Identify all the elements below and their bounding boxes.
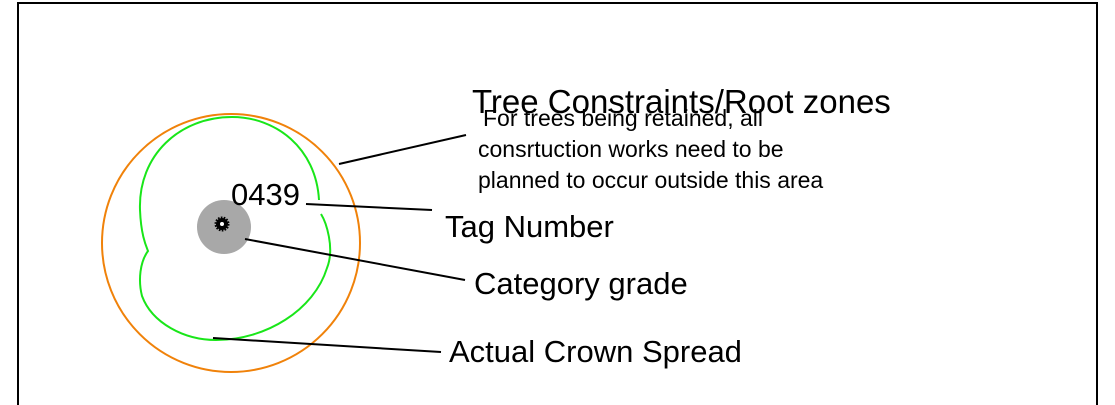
leader-line-category xyxy=(244,238,466,281)
legend-frame xyxy=(17,2,1098,405)
legend-title: Tree Constraints/Root zones xyxy=(472,83,891,120)
leader-line-crown xyxy=(212,337,442,353)
label-category-grade: Category grade xyxy=(474,266,688,301)
leader-line-root-zone xyxy=(338,134,467,165)
label-tag-number: Tag Number xyxy=(445,209,614,244)
leader-line-tag xyxy=(305,203,433,211)
root-zone-circle xyxy=(101,113,361,373)
crown-spread-outline xyxy=(138,115,332,342)
note-line-2: consrtuction works need to be xyxy=(478,136,784,162)
note-line-3: planned to occur outside this area xyxy=(478,167,823,193)
tree-trunk-center xyxy=(220,222,224,226)
label-crown-spread: Actual Crown Spread xyxy=(449,334,742,369)
note-line-1: For trees being retained, all xyxy=(483,105,763,131)
tree-tag-number: 0439 xyxy=(231,177,300,212)
